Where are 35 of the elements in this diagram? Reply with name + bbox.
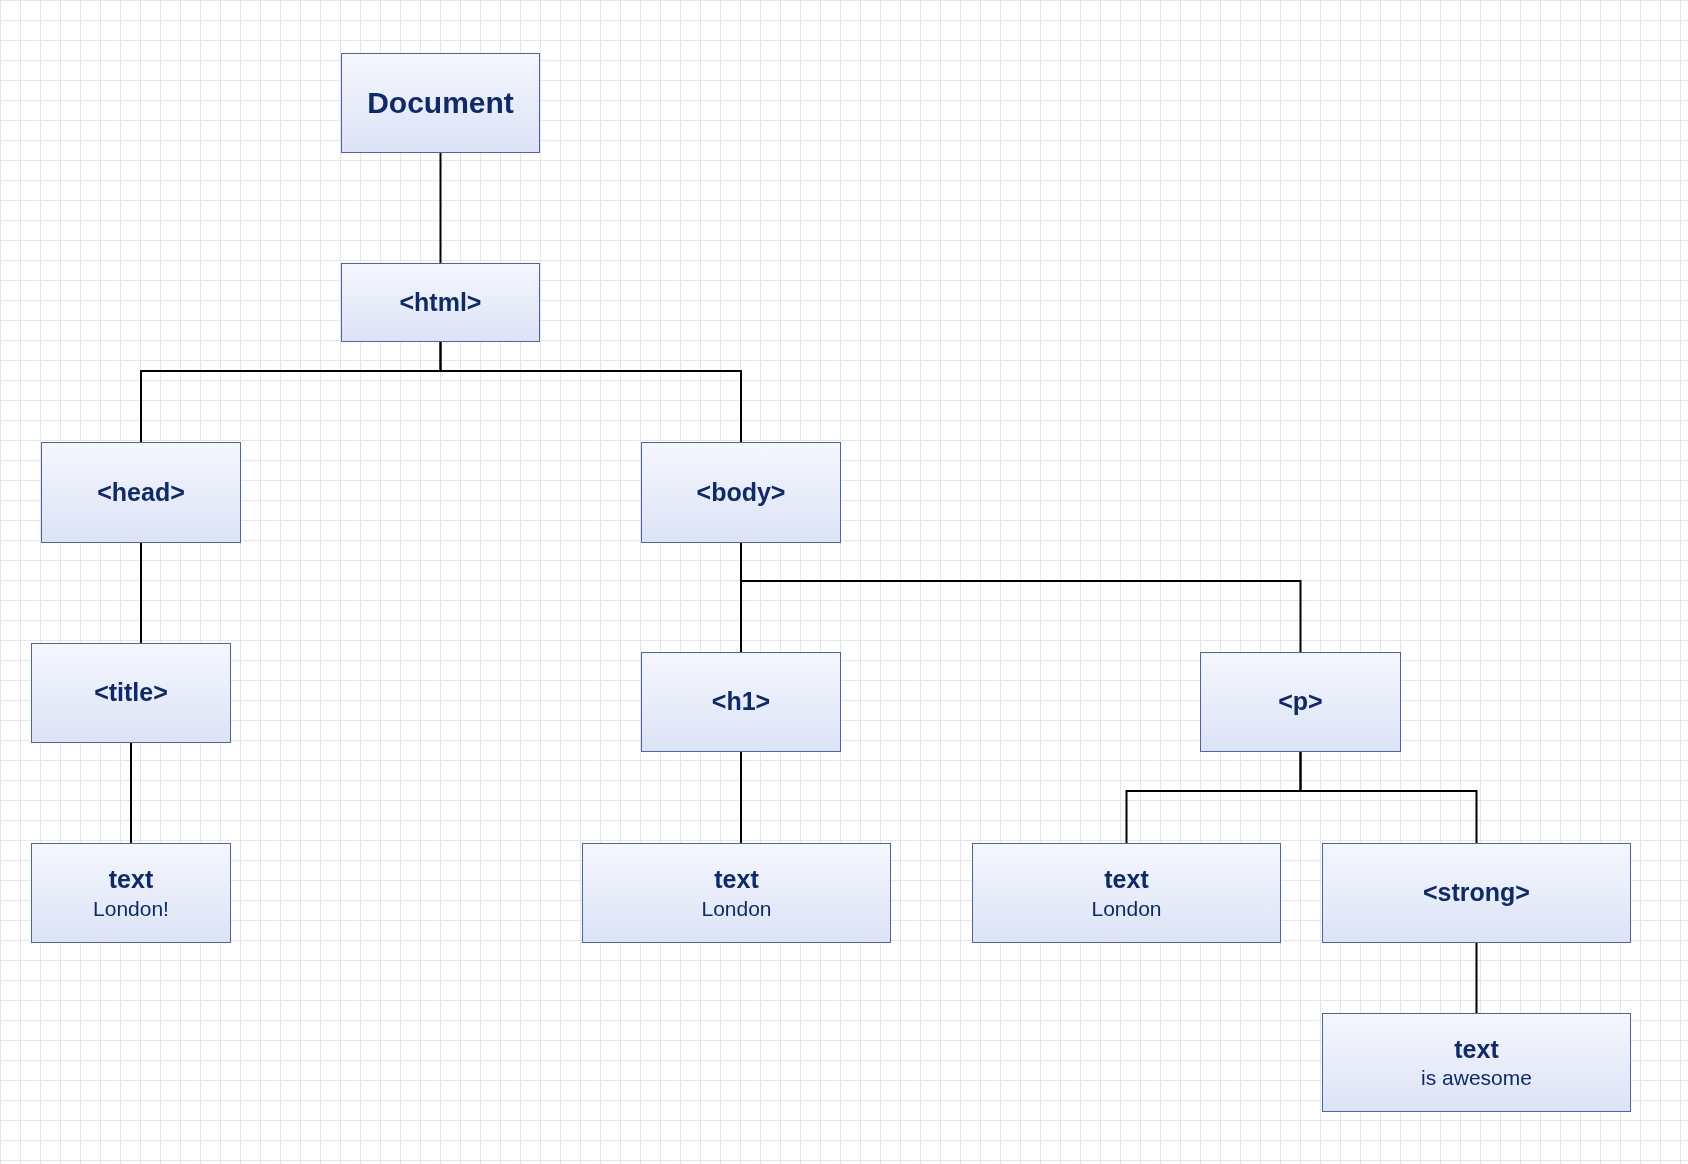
node-box [31, 643, 231, 743]
node-box [641, 442, 841, 543]
node-box [1322, 1013, 1631, 1112]
node-title: <p> [1278, 686, 1323, 718]
connector-line [1475, 942, 1478, 1014]
node-box [1322, 843, 1631, 943]
connector-line [740, 751, 742, 844]
node-box [1200, 652, 1401, 752]
node-subtitle: London [701, 895, 772, 922]
node-title: <head> [97, 476, 185, 508]
node-box [641, 652, 841, 752]
node-title: <title> [94, 677, 168, 709]
connector-line [439, 152, 442, 264]
node-title: text [714, 864, 759, 896]
node-title: text [1454, 1033, 1499, 1065]
node-box [31, 843, 231, 943]
connector-line [130, 742, 132, 844]
node-title: text [1104, 864, 1149, 896]
node-title: <h1> [711, 686, 771, 718]
node-box [972, 843, 1281, 943]
node-subtitle: London [1091, 895, 1162, 922]
node-title: <strong> [1423, 877, 1530, 909]
connector-line [140, 542, 142, 644]
node-title: <body> [696, 476, 786, 508]
node-title: Document [367, 85, 514, 122]
node-subtitle: is awesome [1421, 1065, 1532, 1091]
node-subtitle: London! [93, 895, 169, 922]
node-title: <html> [399, 286, 482, 318]
node-box [341, 263, 540, 342]
node-box [582, 843, 891, 943]
node-box [341, 53, 540, 153]
connector-line [439, 341, 742, 443]
connector-line [1299, 751, 1478, 844]
node-box [41, 442, 241, 543]
node-title: text [108, 864, 154, 896]
